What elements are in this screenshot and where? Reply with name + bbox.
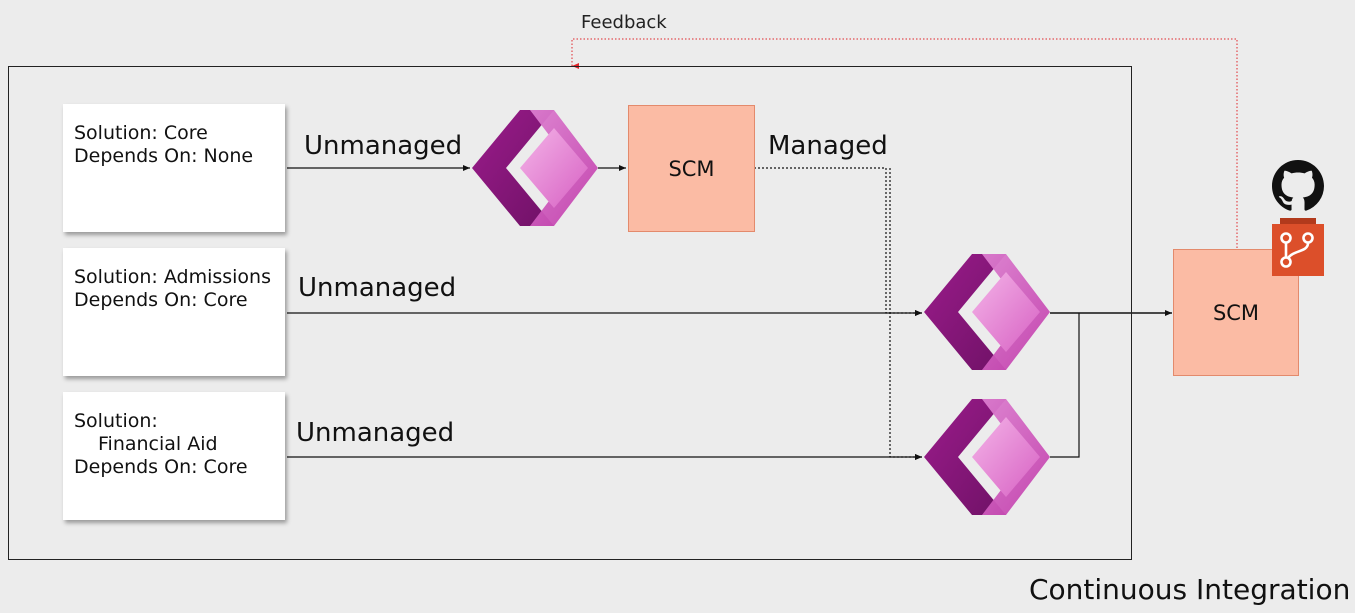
power-apps-logo-icon <box>924 399 1050 515</box>
solution-name-continued: Financial Aid <box>98 433 218 455</box>
scm-box-core: SCM <box>628 105 755 232</box>
azure-repos-icon <box>1272 218 1324 276</box>
edge-label-managed: Managed <box>768 131 888 161</box>
feedback-label: Feedback <box>581 12 667 33</box>
footer-title: Continuous Integration <box>1029 573 1351 606</box>
solution-card-admissions: Solution: Admissions Depends On: Core <box>63 248 285 376</box>
power-apps-logo-icon <box>924 254 1050 370</box>
solution-card-financial-aid: Solution: Financial Aid Depends On: Core <box>63 392 285 520</box>
edge-label-core-unmanaged: Unmanaged <box>304 131 463 161</box>
power-apps-logo-icon <box>472 110 598 226</box>
edge-label-financial-aid-unmanaged: Unmanaged <box>296 418 455 448</box>
solutions-frame <box>8 66 1132 560</box>
edge-managed-2 <box>889 168 922 460</box>
solution-card-core: Solution: Core Depends On: None <box>63 104 285 232</box>
edge-pa-financial-merge <box>1050 313 1080 458</box>
solution-dependency: Depends On: None <box>74 145 254 167</box>
github-icon <box>1272 160 1324 211</box>
solution-dependency: Depends On: Core <box>74 456 248 478</box>
solution-name: Solution: Core <box>74 122 208 144</box>
scm-label: SCM <box>668 156 715 181</box>
solution-dependency: Depends On: Core <box>74 289 248 311</box>
edge-label-admissions-unmanaged: Unmanaged <box>298 273 457 303</box>
solution-name: Solution: Admissions <box>74 266 271 288</box>
scm-box-integration: SCM <box>1173 249 1299 376</box>
scm-label: SCM <box>1212 300 1260 325</box>
edge-managed-1 <box>754 167 922 316</box>
solution-name: Solution: <box>74 410 158 432</box>
